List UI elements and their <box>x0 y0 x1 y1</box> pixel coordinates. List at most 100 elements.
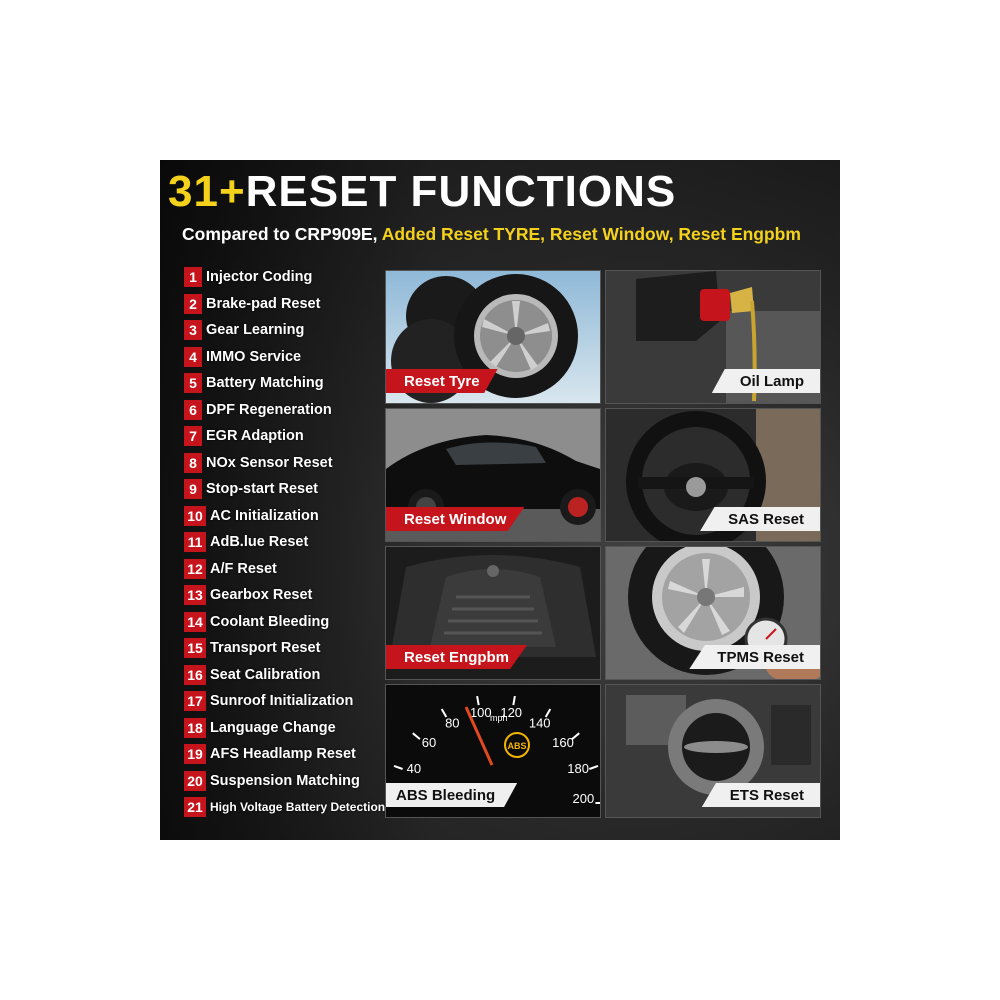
function-label: EGR Adaption <box>206 428 304 444</box>
function-label: Gear Learning <box>206 322 305 338</box>
tile-sas-reset: SAS Reset <box>605 408 821 542</box>
tile-label: Reset Tyre <box>386 369 498 393</box>
tile-oil-lamp: Oil Lamp <box>605 270 821 404</box>
subtitle-added-functions: Added Reset TYRE, Reset Window, Reset En… <box>381 224 801 244</box>
function-label: Sunroof Initialization <box>210 693 354 709</box>
function-number-badge: 4 <box>184 346 202 367</box>
function-label: Battery Matching <box>206 375 324 391</box>
speed-tick-mark <box>544 708 552 718</box>
function-number-badge: 15 <box>184 638 206 658</box>
speed-tick-label: 120 <box>500 705 522 720</box>
function-item: 21 High Voltage Battery Detection <box>184 797 385 817</box>
function-label: NOx Sensor Reset <box>206 454 333 471</box>
speed-tick-label: 60 <box>422 735 436 750</box>
tile-reset-tyre: Reset Tyre <box>385 270 601 404</box>
speed-tick-mark <box>440 708 448 718</box>
tile-label: SAS Reset <box>700 507 820 531</box>
product-feature-panel: 31+RESET FUNCTIONS Compared to CRP909E, … <box>160 160 840 840</box>
tile-reset-window: Reset Window <box>385 408 601 542</box>
function-label: A/F Reset <box>210 560 277 577</box>
function-label: DPF Regeneration <box>206 401 332 418</box>
function-number-badge: 5 <box>184 373 202 393</box>
function-label: AC Initialization <box>210 507 319 524</box>
headline-number: 31+ <box>168 167 246 216</box>
tyre-icon <box>386 271 600 403</box>
function-number-badge: 12 <box>184 558 206 579</box>
speed-tick-label: 40 <box>407 761 421 776</box>
function-number-badge: 13 <box>184 585 206 605</box>
subtitle-comparison: Compared to CRP909E, <box>182 224 378 244</box>
tile-ets-reset: ETS Reset <box>605 684 821 818</box>
function-number-badge: 21 <box>184 797 206 817</box>
speed-tick-label: 180 <box>567 761 589 776</box>
function-label: Gearbox Reset <box>210 587 313 603</box>
speed-tick-label: 100 <box>470 705 492 720</box>
tile-label: TPMS Reset <box>689 645 820 669</box>
function-number-badge: 6 <box>184 399 202 420</box>
subtitle: Compared to CRP909E, Added Reset TYRE, R… <box>182 224 801 245</box>
function-number-badge: 16 <box>184 664 206 685</box>
function-label: Seat Calibration <box>210 666 321 683</box>
function-label: AdB.lue Reset <box>210 534 309 550</box>
abs-warning-icon: ABS <box>507 741 526 751</box>
function-number-badge: 8 <box>184 452 202 473</box>
function-number-badge: 2 <box>184 293 202 314</box>
speed-tick-label: 200 <box>573 791 595 806</box>
speed-tick-mark <box>512 695 516 706</box>
tile-label: ETS Reset <box>701 783 820 807</box>
speed-tick-mark <box>393 764 403 770</box>
speed-tick-mark <box>476 695 480 706</box>
function-number-badge: 20 <box>184 770 206 791</box>
function-number-badge: 11 <box>184 532 206 552</box>
function-label: Suspension Matching <box>210 772 360 789</box>
tile-tpms-reset: TPMS Reset <box>605 546 821 680</box>
tile-label: ABS Bleeding <box>386 783 518 807</box>
tile-label: Reset Window <box>386 507 525 531</box>
function-label: AFS Headlamp Reset <box>210 746 356 762</box>
speed-tick-mark <box>571 732 580 740</box>
headline-text: RESET FUNCTIONS <box>245 167 677 216</box>
tile-label: Oil Lamp <box>711 369 820 393</box>
function-number-badge: 17 <box>184 691 206 711</box>
function-number-badge: 19 <box>184 744 206 764</box>
speed-tick-mark <box>589 764 599 770</box>
function-label: Language Change <box>210 719 336 736</box>
function-number-badge: 18 <box>184 717 206 738</box>
speed-unit: mph <box>490 713 508 723</box>
speed-tick-mark <box>412 732 421 740</box>
pressure-gauge-icon <box>606 547 820 679</box>
function-label: Coolant Bleeding <box>210 613 330 630</box>
function-label: Transport Reset <box>210 640 321 656</box>
headline: 31+RESET FUNCTIONS <box>168 170 676 214</box>
tile-label: Reset Engpbm <box>386 645 528 669</box>
tile-abs-bleeding: 020406080100120140160180200220 mph ABS A… <box>385 684 601 818</box>
function-label: IMMO Service <box>206 348 302 365</box>
function-number-badge: 14 <box>184 611 206 632</box>
function-number-badge: 10 <box>184 505 206 526</box>
speed-tick-label: 160 <box>552 735 574 750</box>
function-label: High Voltage Battery Detection <box>210 800 386 814</box>
tile-reset-engpbm: Reset Engpbm <box>385 546 601 680</box>
function-label: Brake-pad Reset <box>206 295 321 312</box>
function-label: Stop-start Reset <box>206 481 318 497</box>
speed-tick-label: 140 <box>529 715 551 730</box>
function-number-badge: 3 <box>184 320 202 340</box>
